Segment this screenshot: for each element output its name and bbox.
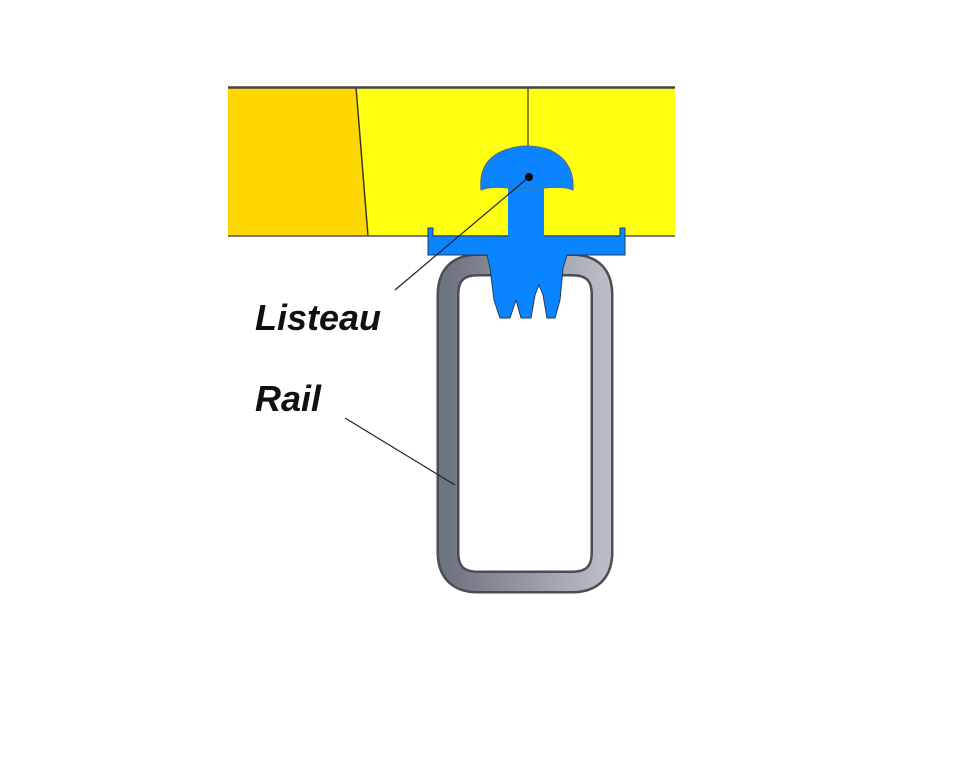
- listeau-label: Listeau: [255, 297, 381, 338]
- panel-dark-section: [228, 87, 368, 236]
- panel-band: [228, 86, 675, 237]
- rail-leader-line: [344, 417, 456, 486]
- rail-profile: [436, 253, 614, 594]
- listeau-profile: [427, 145, 626, 319]
- listeau-leader-line: [394, 176, 530, 291]
- rail-label: Rail: [255, 378, 322, 419]
- panel-joint-line: [355, 86, 369, 237]
